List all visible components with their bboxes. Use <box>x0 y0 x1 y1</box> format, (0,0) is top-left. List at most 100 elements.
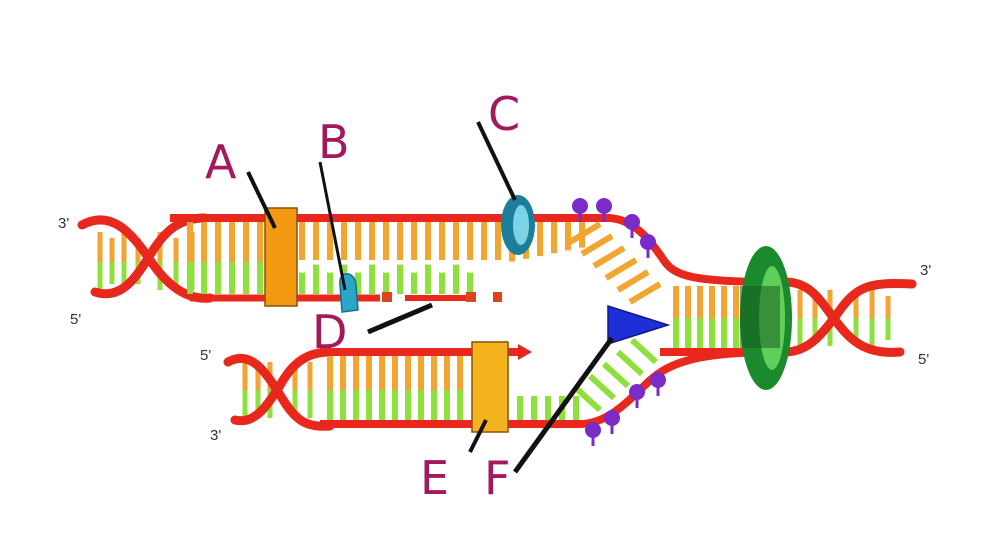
base-upper <box>453 222 459 260</box>
base-lower-helix-orange <box>255 368 261 390</box>
base-upper <box>369 222 375 260</box>
right-helix-backbone-b <box>780 279 917 357</box>
base-upper-green <box>201 262 207 294</box>
base-right-green <box>673 318 679 348</box>
base-lower-orange <box>353 356 359 390</box>
base-lower-green <box>418 390 424 420</box>
base-upper <box>411 272 417 294</box>
base-lower-gap <box>545 396 551 420</box>
base-lower-orange <box>327 356 333 390</box>
base-lower-green <box>431 390 437 420</box>
base-lower-orange <box>444 356 450 390</box>
base-lower-helix-green <box>255 390 261 412</box>
rna-primer-1 <box>382 292 392 302</box>
base-lower-gap <box>517 396 523 420</box>
base-left-helix-green <box>173 262 179 284</box>
ssb-protein <box>640 234 656 258</box>
fork-bases <box>568 221 662 413</box>
pointer-d <box>367 302 433 335</box>
pointer-f <box>512 336 615 474</box>
base-lower-green <box>444 390 450 420</box>
polymerase-a <box>264 207 298 307</box>
base-lower-orange <box>457 356 463 390</box>
base-lower-green <box>327 390 333 420</box>
base-right-orange <box>685 286 691 318</box>
base-upper-orange <box>215 222 221 262</box>
base-right-helix-green <box>853 318 859 340</box>
base-upper <box>397 222 403 260</box>
base-upper <box>565 222 571 251</box>
label-e: E <box>420 451 449 505</box>
base-lower-green <box>405 390 411 420</box>
base-upper-orange <box>201 222 207 262</box>
base-upper <box>355 222 361 260</box>
base-upper <box>439 222 445 260</box>
base-upper <box>341 222 347 260</box>
base-upper <box>397 264 403 294</box>
pointer-a <box>246 171 277 229</box>
base-right-green <box>709 318 715 348</box>
base-lower-green <box>353 390 359 420</box>
base-upper-orange <box>257 222 263 262</box>
base-lower-orange <box>431 356 437 390</box>
ssb-proteins <box>572 198 666 446</box>
base-upper-green <box>229 262 235 294</box>
polymerase-e <box>471 341 509 433</box>
base-right-helix-green <box>869 318 875 346</box>
base-right-helix-orange <box>885 296 891 318</box>
base-lower-green <box>457 390 463 420</box>
ssb-protein <box>650 372 666 396</box>
base-upper-green <box>215 262 221 294</box>
end-label-right-bottom: 5' <box>918 351 929 368</box>
base-fork-top <box>568 221 602 245</box>
label-a: A <box>205 135 237 189</box>
base-upper-orange <box>229 222 235 262</box>
label-f: F <box>484 451 510 505</box>
base-lower-orange <box>379 356 385 390</box>
base-lower-helix-green <box>292 390 298 412</box>
end-label-left-top: 3' <box>58 215 69 232</box>
base-fork-bottom <box>587 373 617 401</box>
ssb-protein <box>572 198 588 222</box>
base-right-orange <box>697 286 703 318</box>
base-upper <box>327 272 333 294</box>
base-right-helix-orange <box>827 290 833 318</box>
base-upper <box>453 264 459 294</box>
base-left-helix-green <box>97 262 103 290</box>
base-left-helix-orange <box>121 232 127 262</box>
base-lower-gap <box>573 396 579 420</box>
end-label-left-bottom: 5' <box>70 311 81 328</box>
base-fork-top <box>628 281 662 305</box>
base-upper <box>537 222 543 256</box>
ssb-protein <box>596 198 612 222</box>
base-left-helix-green <box>109 262 115 284</box>
base-right-helix-orange <box>812 296 818 318</box>
base-right-helix-green <box>885 318 891 340</box>
base-upper <box>299 222 305 260</box>
base-upper <box>355 272 361 294</box>
base-lower-helix-orange <box>242 362 248 390</box>
base-left-helix-orange <box>97 232 103 262</box>
base-left-helix-orange <box>109 238 115 262</box>
base-upper <box>467 272 473 294</box>
end-label-lower-left-bottom: 3' <box>210 427 221 444</box>
base-upper-green <box>243 262 249 294</box>
pointer-b <box>318 161 347 291</box>
right-parent-duplex <box>660 277 917 357</box>
rna-primer-3 <box>493 292 502 302</box>
base-right-helix-orange <box>869 290 875 318</box>
pointer-e <box>468 419 488 453</box>
base-upper <box>551 222 557 254</box>
base-upper <box>467 222 473 260</box>
label-b: B <box>318 115 350 169</box>
base-upper-green <box>187 262 193 294</box>
base-right-green <box>733 318 739 348</box>
pointer-c <box>476 121 517 201</box>
base-upper <box>313 264 319 294</box>
base-upper <box>411 222 417 260</box>
base-fork-bottom <box>629 337 659 365</box>
base-upper <box>313 222 319 260</box>
base-fork-top <box>580 233 614 257</box>
ssb-protein <box>585 422 601 446</box>
